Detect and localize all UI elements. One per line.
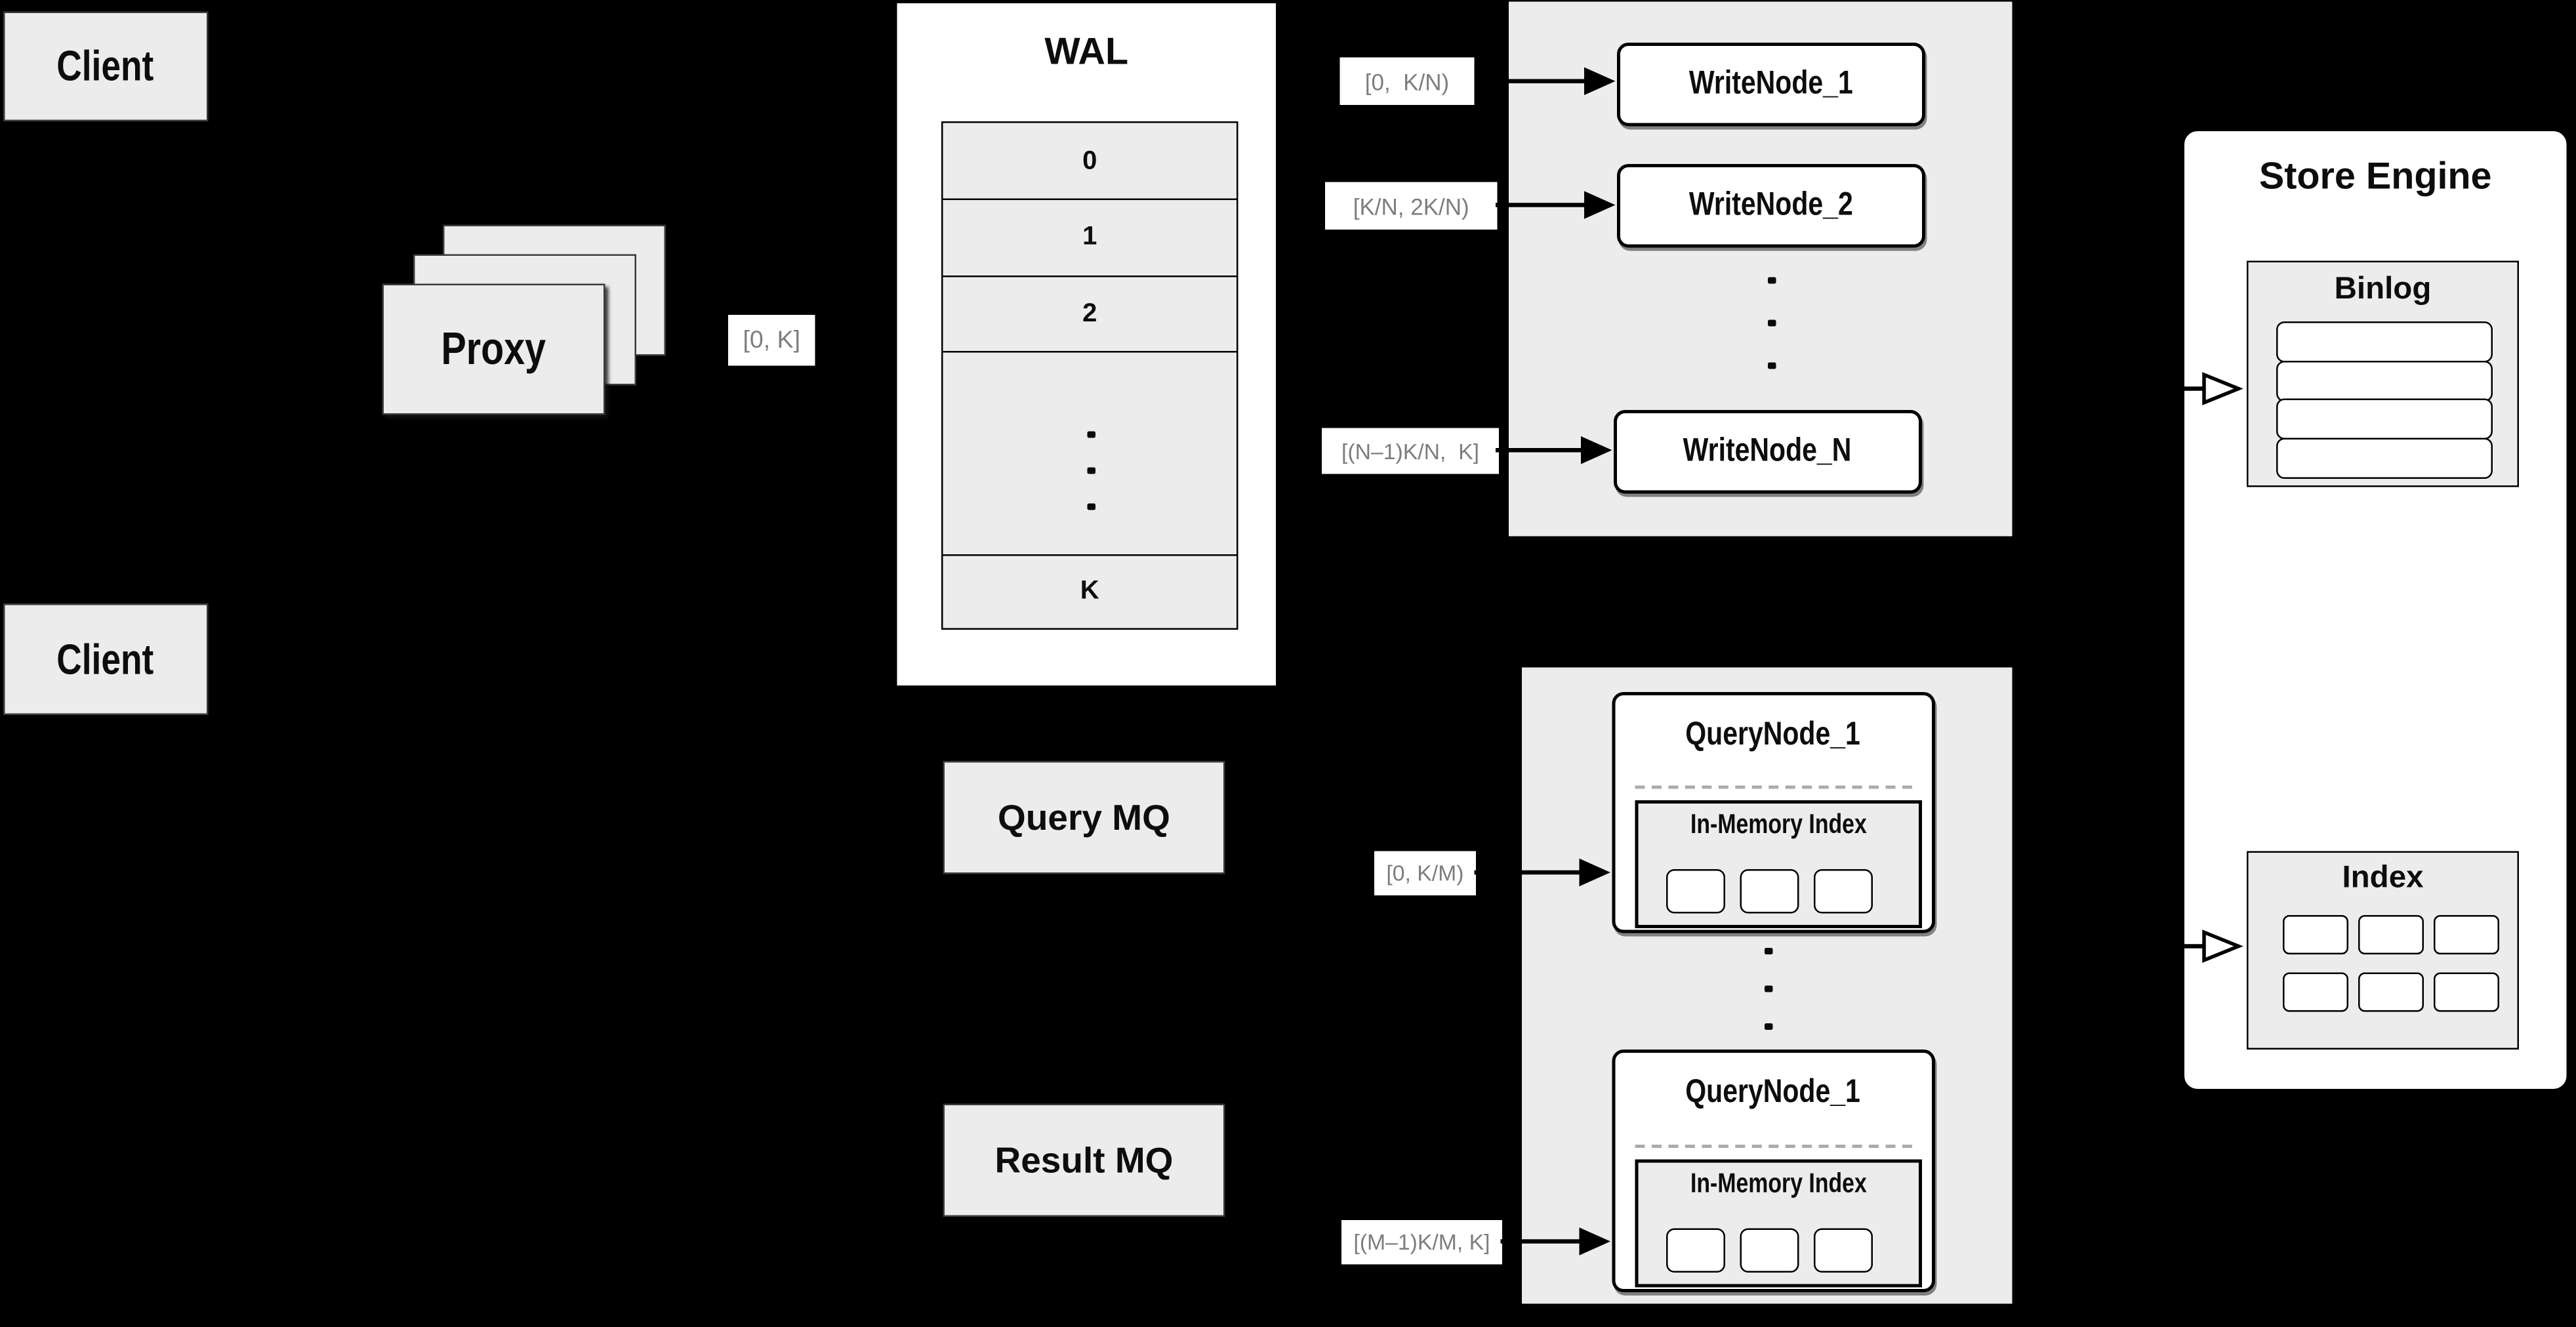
edge-label-query-1: [0, K/M) <box>1374 851 1476 895</box>
proxy-label: Proxy <box>441 323 546 375</box>
index-title: Index <box>2342 861 2424 896</box>
store-engine-box: Store Engine Binlog Index <box>2182 129 2568 1091</box>
wal-row-0: 0 <box>941 121 1238 203</box>
query-node-top-label: QueryNode_1 <box>1686 716 1862 753</box>
binlog-title: Binlog <box>2334 272 2432 307</box>
client-box-bottom: Client <box>3 603 209 715</box>
binlog-row <box>2276 360 2493 402</box>
edge-label-query-m: [(M–1)K/M, K] <box>1341 1220 1502 1265</box>
wal-row-k: K <box>941 552 1238 630</box>
wal-row-1: 1 <box>941 199 1238 278</box>
query-node-top: QueryNode_1 In-Memory Index <box>1612 692 1935 933</box>
write-node-2: WriteNode_2 <box>1617 164 1925 248</box>
index-box: Index <box>2247 851 2519 1050</box>
in-memory-index-top: In-Memory Index <box>1635 800 1922 928</box>
binlog-row <box>2276 437 2493 479</box>
in-memory-index-bottom: In-Memory Index <box>1635 1159 1922 1288</box>
client-top-label: Client <box>57 41 155 91</box>
edge-label-write-1: [0, K/N) <box>1339 57 1475 105</box>
proxy-box: Proxy <box>382 283 605 415</box>
query-node-bottom-label: QueryNode_1 <box>1686 1074 1862 1111</box>
wal-row-2: 2 <box>941 275 1238 354</box>
binlog-row <box>2276 399 2493 440</box>
result-mq-box: Result MQ <box>943 1103 1225 1217</box>
write-node-1: WriteNode_1 <box>1617 43 1925 127</box>
query-node-group: QueryNode_1 In-Memory Index QueryNode_1 … <box>1522 667 2013 1304</box>
write-node-group: WriteNode_1 WriteNode_2 WriteNode_N <box>1509 1 2013 537</box>
write-node-n: WriteNode_N <box>1614 410 1922 494</box>
binlog-box: Binlog <box>2247 260 2519 487</box>
query-mq-label: Query MQ <box>998 796 1170 838</box>
edge-label-write-n: [(N–1)K/N, K] <box>1322 428 1499 474</box>
binlog-rows <box>2276 322 2493 479</box>
query-mq-box: Query MQ <box>943 761 1225 874</box>
client-bottom-label: Client <box>57 634 155 684</box>
wal-title: WAL <box>1044 30 1129 72</box>
store-engine-title: Store Engine <box>2259 154 2492 197</box>
edge-label-proxy-range: [0, K] <box>728 315 815 366</box>
edge-label-write-2: [K/N, 2K/N) <box>1325 182 1498 230</box>
wal-box: WAL 0 1 2 K <box>895 1 1278 687</box>
wal-table: 0 1 2 K <box>941 121 1238 630</box>
query-node-bottom: QueryNode_1 In-Memory Index <box>1612 1050 1935 1292</box>
client-box-top: Client <box>3 11 209 121</box>
wal-row-ellipsis <box>941 350 1238 556</box>
binlog-row <box>2276 322 2493 363</box>
result-mq-label: Result MQ <box>994 1139 1174 1180</box>
